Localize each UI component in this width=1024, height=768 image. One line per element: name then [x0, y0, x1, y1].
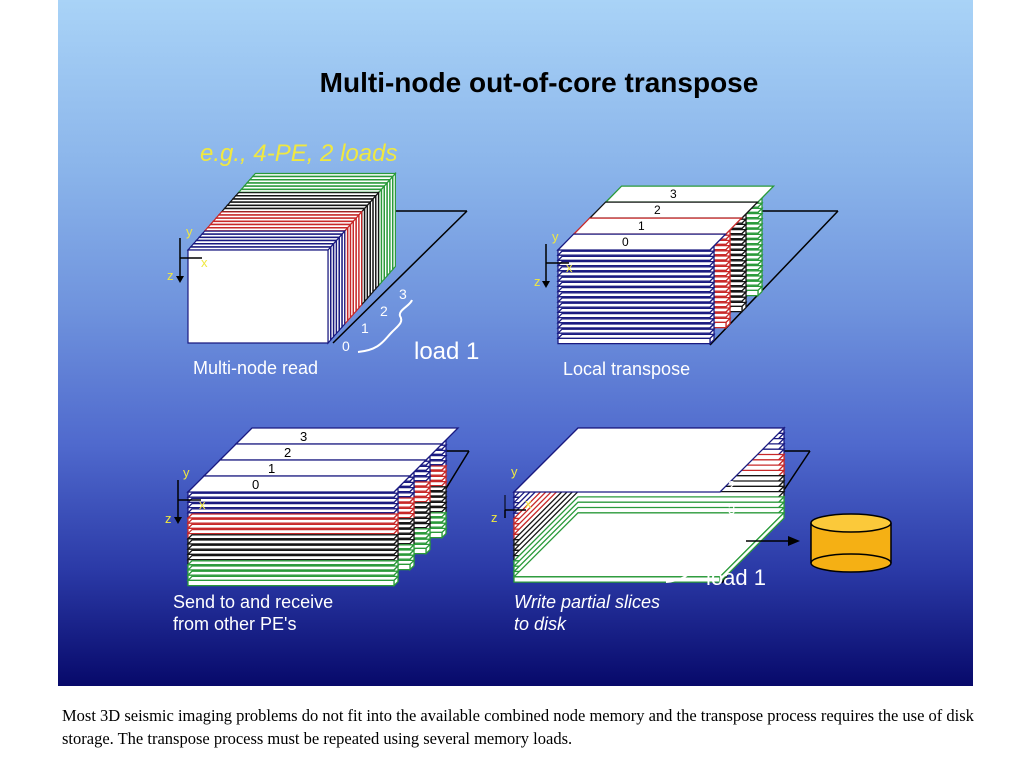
arrow-right-icon [746, 536, 800, 546]
pe-label-3: 3 [728, 502, 735, 517]
panel-write-to-disk: y z x 0 1 2 3 load 1 Write partial slice… [491, 427, 892, 634]
panel-caption: Local transpose [563, 359, 690, 379]
brace-load [357, 299, 413, 353]
slab [512, 511, 786, 584]
slab-top-plate [604, 185, 776, 203]
slab-front [557, 337, 711, 345]
pe-label-2: 2 [654, 203, 661, 217]
slide-title: Multi-node out-of-core transpose [320, 67, 759, 98]
slab-stacks [186, 171, 839, 588]
panel-caption-line-1: Send to and receive [173, 592, 333, 612]
pe-label-0: 0 [252, 477, 259, 492]
panel-caption-line-1: Write partial slices [514, 592, 660, 612]
panel-caption-line-2: from other PE's [173, 614, 296, 634]
pe-label-2: 2 [380, 303, 388, 319]
axis-y-label: y [183, 465, 190, 480]
pe-label-1: 1 [361, 320, 369, 336]
axis-y-label: y [186, 224, 193, 239]
slide-subtitle: e.g., 4-PE, 2 loads [200, 140, 397, 167]
slab-top-plate [512, 427, 786, 493]
pe-label-1: 1 [268, 461, 275, 476]
bounding-edge [332, 210, 468, 344]
slab-top-plate [186, 475, 412, 493]
pe-label-2: 2 [728, 478, 735, 493]
pe-label-3: 3 [399, 286, 407, 302]
axes-send: y z x [165, 465, 206, 526]
axis-y-label: y [511, 464, 518, 479]
pe-label-2: 2 [284, 445, 291, 460]
panel-multi-node-read: y z x 0 1 2 3 load 1 Multi-node read [167, 224, 479, 378]
slab-top-plate [588, 201, 760, 219]
slab [186, 574, 400, 588]
pe-label-3: 3 [670, 187, 677, 201]
axis-z-label: z [167, 268, 174, 283]
axis-y-label: y [552, 229, 559, 244]
axes-read: y z x [167, 224, 208, 283]
axis-z-label: z [165, 511, 172, 526]
axis-x-label: x [199, 497, 206, 512]
bounding-edge [709, 210, 839, 346]
slab-front [513, 576, 721, 583]
axis-z-label: z [534, 274, 541, 289]
axis-x-label: x [525, 496, 532, 511]
panel-send-receive: y z x Send to and receive from other PE'… [165, 465, 333, 634]
slide-caption: Most 3D seismic imaging problems do not … [62, 706, 974, 748]
brace-load [665, 531, 721, 583]
disk-icon [810, 513, 892, 573]
pe-label-0: 0 [622, 235, 629, 249]
slab-top-plate [234, 427, 460, 445]
pe-label-0: 0 [342, 338, 350, 354]
axes-write: y z x [491, 464, 532, 525]
slab-top-plate [202, 459, 428, 477]
pe-label-3: 3 [300, 429, 307, 444]
pe-label-0: 0 [728, 427, 735, 442]
axis-x-label: x [566, 260, 573, 275]
slab-top-plate [572, 217, 744, 235]
panel-local-transpose: y z x Local transpose [534, 229, 690, 379]
pe-label-1: 1 [728, 453, 735, 468]
slab-top-plate [556, 233, 728, 251]
slab [556, 332, 716, 346]
axis-z-label: z [491, 510, 498, 525]
load-label: load 1 [414, 338, 479, 365]
panel-caption-line-2: to disk [514, 614, 567, 634]
panel-caption: Multi-node read [193, 358, 318, 378]
slab-front [187, 579, 395, 587]
load-label: load 1 [706, 565, 766, 590]
slab-top-plate [218, 443, 444, 461]
pe-label-1: 1 [638, 219, 645, 233]
axis-x-label: x [201, 255, 208, 270]
transpose-diagram: Multi-node out-of-core transpose e.g., 4… [165, 67, 892, 634]
axes-local: y z x [534, 229, 573, 289]
slide: Multi-node out-of-core transpose e.g., 4… [58, 0, 973, 686]
sheet-front [187, 249, 329, 344]
